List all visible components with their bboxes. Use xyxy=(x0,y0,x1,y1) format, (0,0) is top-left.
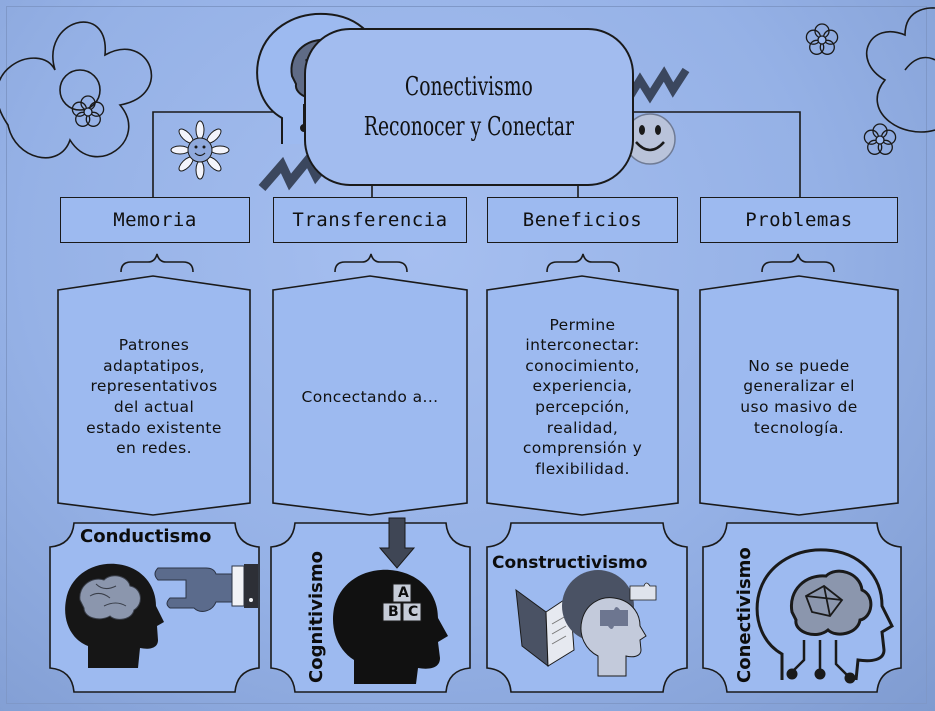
category-memoria: Memoria xyxy=(60,197,250,243)
smiley-flower-icon xyxy=(170,120,230,180)
card-text-beneficios: Permine interconectar: conocimiento, exp… xyxy=(522,315,643,478)
tile-label-conductismo: Conductismo xyxy=(80,526,212,547)
card-text-memoria: Patrones adaptatipos, representativos de… xyxy=(86,336,222,458)
flower-icon xyxy=(866,7,935,133)
zigzag-icon xyxy=(622,66,690,106)
text-cards xyxy=(57,275,899,516)
title-box: Conectivismo Reconocer y Conectar xyxy=(304,28,634,186)
block-letter-a: A xyxy=(398,585,409,601)
frame-border xyxy=(6,6,927,704)
flower-icon xyxy=(71,95,105,127)
tile-label-cognitivismo: Cognitivismo xyxy=(306,551,327,683)
puzzle-head-icon xyxy=(562,570,657,677)
smiley-face-icon xyxy=(624,113,676,165)
circuit-brain-head-icon xyxy=(755,548,894,684)
braces xyxy=(120,253,835,273)
category-beneficios: Beneficios xyxy=(487,197,678,243)
abc-blocks-icon xyxy=(382,583,422,622)
tile-label-constructivismo: Constructivismo xyxy=(492,553,648,573)
card-text-problemas: No se puede generalizar el uso masivo de… xyxy=(740,356,858,437)
down-arrow-icon xyxy=(378,517,416,569)
flower-icon xyxy=(805,23,839,55)
block-letter-c: C xyxy=(408,604,419,620)
flower-icon xyxy=(0,21,153,159)
card-text-transferencia: Concectando a... xyxy=(301,387,439,406)
connector-lines xyxy=(152,111,801,197)
block-letter-b: B xyxy=(388,604,399,620)
category-transferencia: Transferencia xyxy=(273,197,467,243)
pointing-hand-icon xyxy=(154,564,258,612)
title-line-1: Conectivismo xyxy=(405,71,533,102)
category-problemas: Problemas xyxy=(700,197,898,243)
tile-label-conectivismo: Conectivismo xyxy=(734,547,755,683)
title-line-2: Reconocer y Conectar xyxy=(363,112,575,142)
flower-icon xyxy=(863,123,897,155)
brain-icon xyxy=(79,575,141,620)
head-silhouette-icon xyxy=(332,569,448,684)
